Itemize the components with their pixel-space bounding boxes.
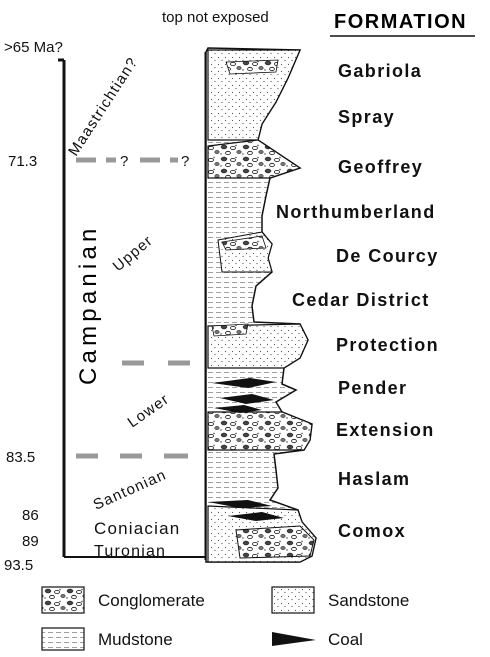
age-label-top: >65 Ma? xyxy=(4,39,63,56)
formation-protection: Protection xyxy=(336,335,439,355)
age-label-93-5: 93.5 xyxy=(4,557,33,574)
uncertain-mark-2: ? xyxy=(181,153,189,170)
formation-extension: Extension xyxy=(336,420,435,440)
formation-de-courcy: De Courcy xyxy=(336,246,439,266)
formation-spray: Spray xyxy=(338,107,395,127)
legend-label-conglomerate: Conglomerate xyxy=(98,591,205,610)
unit-conglomerate-comox xyxy=(236,526,314,558)
age-label-89: 89 xyxy=(22,533,39,550)
formation-pender: Pender xyxy=(338,378,407,398)
boundary-71-3-dashes: ? ? xyxy=(76,153,189,170)
stage-campanian: Campanian xyxy=(75,224,102,385)
formation-names: Gabriola Spray Geoffrey Northumberland D… xyxy=(276,61,439,541)
legend-label-coal: Coal xyxy=(328,630,363,649)
uncertain-mark-1: ? xyxy=(120,153,128,170)
formation-column-title: FORMATION xyxy=(334,11,467,33)
unit-conglomerate-protection xyxy=(212,324,248,336)
legend-swatch-coal xyxy=(272,632,316,646)
age-label-71-3: 71.3 xyxy=(8,153,37,170)
legend-label-sandstone: Sandstone xyxy=(328,591,409,610)
top-not-exposed-note: top not exposed xyxy=(162,9,269,26)
stage-turonian: Turonian xyxy=(94,543,166,560)
stage-coniacian: Coniacian xyxy=(94,519,180,538)
legend-swatch-sandstone xyxy=(272,587,314,613)
legend-label-mudstone: Mudstone xyxy=(98,630,173,649)
unit-conglomerate-gabriola xyxy=(226,60,278,74)
stage-upper: Upper xyxy=(110,232,157,275)
unit-conglomerate-extension xyxy=(208,412,312,450)
stage-maastrichtian: Maastrichtian? xyxy=(65,54,142,159)
legend: Conglomerate Sandstone Mudstone Coal xyxy=(42,587,409,650)
formation-geoffrey: Geoffrey xyxy=(338,157,423,177)
legend-swatch-conglomerate xyxy=(42,587,84,613)
stage-lower: Lower xyxy=(125,390,173,431)
age-label-83-5: 83.5 xyxy=(6,449,35,466)
formation-cedar-district: Cedar District xyxy=(292,290,430,310)
unit-conglomerate-geoffrey xyxy=(208,140,300,178)
stage-santonian: Santonian xyxy=(91,466,169,513)
legend-swatch-mudstone xyxy=(42,628,84,650)
age-label-86: 86 xyxy=(22,507,39,524)
formation-northumberland: Northumberland xyxy=(276,202,436,222)
formation-haslam: Haslam xyxy=(338,469,410,489)
formation-gabriola: Gabriola xyxy=(338,61,422,81)
formation-comox: Comox xyxy=(338,521,406,541)
